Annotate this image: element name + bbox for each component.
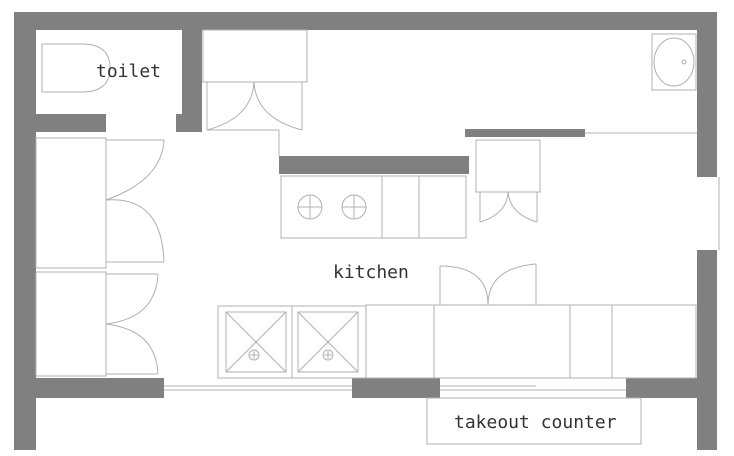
wall-bottom-middle	[352, 378, 440, 398]
fixtures	[35, 29, 720, 445]
wall-bottom-right	[626, 378, 717, 398]
cupboard-door-upper-swing-2	[105, 139, 165, 201]
storage-door-left-swing	[206, 81, 255, 131]
label-takeout-counter: takeout counter	[454, 412, 617, 433]
cupboard-door-upper-swing	[105, 199, 165, 263]
toilet-fixture	[41, 43, 111, 93]
wall-upper-partition	[465, 129, 585, 137]
small-cabinet-door-left	[479, 191, 509, 223]
sink-left	[225, 311, 287, 373]
storage-door-right-swing	[253, 81, 303, 131]
wash-basin	[651, 33, 697, 91]
cupboard-lower	[35, 271, 107, 377]
cupboard-door-lower-swing	[105, 273, 159, 325]
wall-top	[14, 12, 717, 30]
wall-bottom-left	[14, 378, 164, 398]
cupboard-door-lower-swing-2	[105, 323, 159, 375]
wall-toilet-right	[182, 30, 202, 132]
small-cabinet	[475, 139, 541, 193]
sink-left-drain-icon	[248, 349, 260, 361]
stove-counter	[280, 175, 467, 239]
work-counter	[365, 304, 697, 379]
kitchen-door-right-swing	[487, 263, 537, 306]
wall-kitchen-partition	[279, 156, 469, 174]
label-kitchen: kitchen	[333, 262, 409, 283]
kitchen-door-left-swing	[439, 265, 489, 306]
storage-cabinet	[202, 29, 308, 83]
wall-right-lower	[697, 250, 717, 450]
sink-right-drain-icon	[322, 349, 334, 361]
cupboard-upper	[35, 137, 107, 269]
walls	[14, 12, 717, 450]
label-toilet: toilet	[96, 61, 161, 82]
wall-toilet-stub	[176, 114, 202, 132]
small-cabinet-door-right	[507, 191, 538, 223]
wall-left	[14, 12, 36, 450]
takeout-counter-box	[426, 397, 642, 445]
sink-right	[297, 311, 359, 373]
wall-right-upper	[697, 12, 717, 177]
wall-toilet-bottom	[36, 114, 106, 132]
